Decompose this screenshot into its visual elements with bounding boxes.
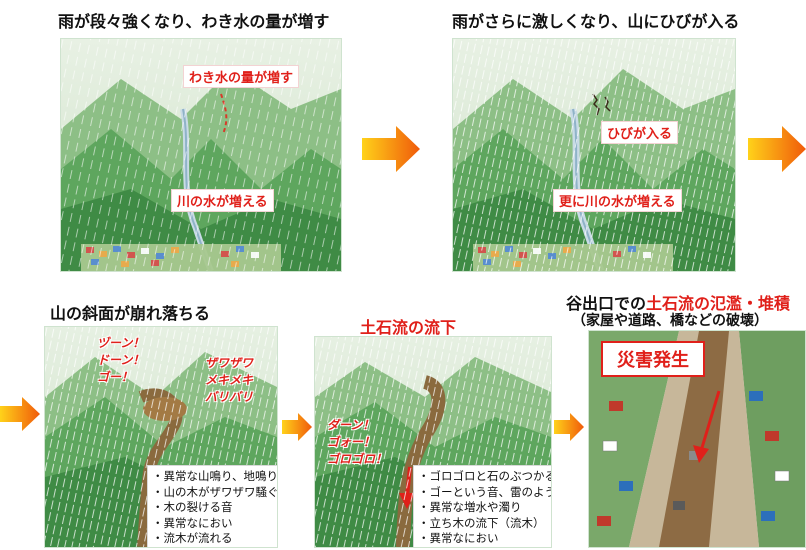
stage5-title: 谷出口での土石流の氾濫・堆積 xyxy=(566,290,790,314)
stage3-illustration: ヅーン！ ドーン！ ゴー！ ザワザワ メキメキ バリバリ 異常な山鳴り、地鳴り … xyxy=(44,326,278,548)
landscape-scene xyxy=(453,39,735,271)
arrow-right-icon xyxy=(748,126,806,172)
stage3-warning-signs: 異常な山鳴り、地鳴り 山の木がザワザワ騒ぐ 木の裂ける音 異常なにおい 流木が流… xyxy=(147,465,278,547)
list-item: ゴロゴロと石のぶつかる音 xyxy=(418,469,552,485)
arrow-right-icon xyxy=(0,397,40,431)
stage3-title: 山の斜面が崩れ落ちる xyxy=(50,304,211,323)
stage5-title-prefix: 谷出口での xyxy=(566,294,647,313)
list-item: 異常な増水や濁り xyxy=(418,500,551,516)
stage4-warning-signs: ゴロゴロと石のぶつかる音 ゴーという音、雷のような音 異常な増水や濁り 立ち木の… xyxy=(413,465,552,547)
list-item: ゴーという音、雷のような音 xyxy=(418,485,552,501)
list-item: 立ち木の流下（流木） xyxy=(418,516,551,532)
list-item: 異常なにおい xyxy=(152,516,277,532)
stage5-title-highlight: 土石流の氾濫・堆積 xyxy=(646,294,791,313)
arrow-right-icon xyxy=(282,413,312,441)
list-item: 山の木がザワザワ騒ぐ xyxy=(152,485,278,501)
disaster-badge: 災害発生 xyxy=(601,341,705,377)
arrow-right-icon xyxy=(554,413,584,441)
stage4-illustration: ダーン！ ゴォー！ ゴロゴロ！ ゴロゴロと石のぶつかる音 ゴーという音、雷のよう… xyxy=(314,336,552,548)
stage1-title: 雨が段々強くなり、わき水の量が増す xyxy=(58,12,330,31)
stage2-title: 雨がさらに激しくなり、山にひびが入る xyxy=(452,12,740,31)
river-rise-label: 川の水が増える xyxy=(171,189,274,212)
stage5-subtitle: （家屋や道路、橋などの破壊） xyxy=(572,313,768,329)
sound-effect-rustle: ザワザワ メキメキ バリバリ xyxy=(205,356,254,404)
list-item: 木の裂ける音 xyxy=(152,500,277,516)
stage1-illustration: わき水の量が増す 川の水が増える xyxy=(60,38,342,272)
stage5-illustration: 災害発生 xyxy=(588,330,806,548)
town-disaster-scene xyxy=(589,331,805,547)
stage4-title: 土石流の流下 xyxy=(360,318,457,337)
list-item: 流木が流れる xyxy=(152,531,277,547)
list-item: 異常な山鳴り、地鳴り xyxy=(152,469,278,485)
sound-effect-boom: ヅーン！ ドーン！ ゴー！ xyxy=(97,336,145,384)
arrow-right-icon xyxy=(362,126,420,172)
sound-effect-rumble: ダーン！ ゴォー！ ゴロゴロ！ xyxy=(327,418,388,466)
crack-label: ひびが入る xyxy=(601,121,679,144)
river-rise-more-label: 更に川の水が増える xyxy=(553,189,682,212)
list-item: 異常なにおい xyxy=(418,531,551,547)
spring-water-label: わき水の量が増す xyxy=(183,65,300,88)
stage2-illustration: ひびが入る 更に川の水が増える xyxy=(452,38,736,272)
